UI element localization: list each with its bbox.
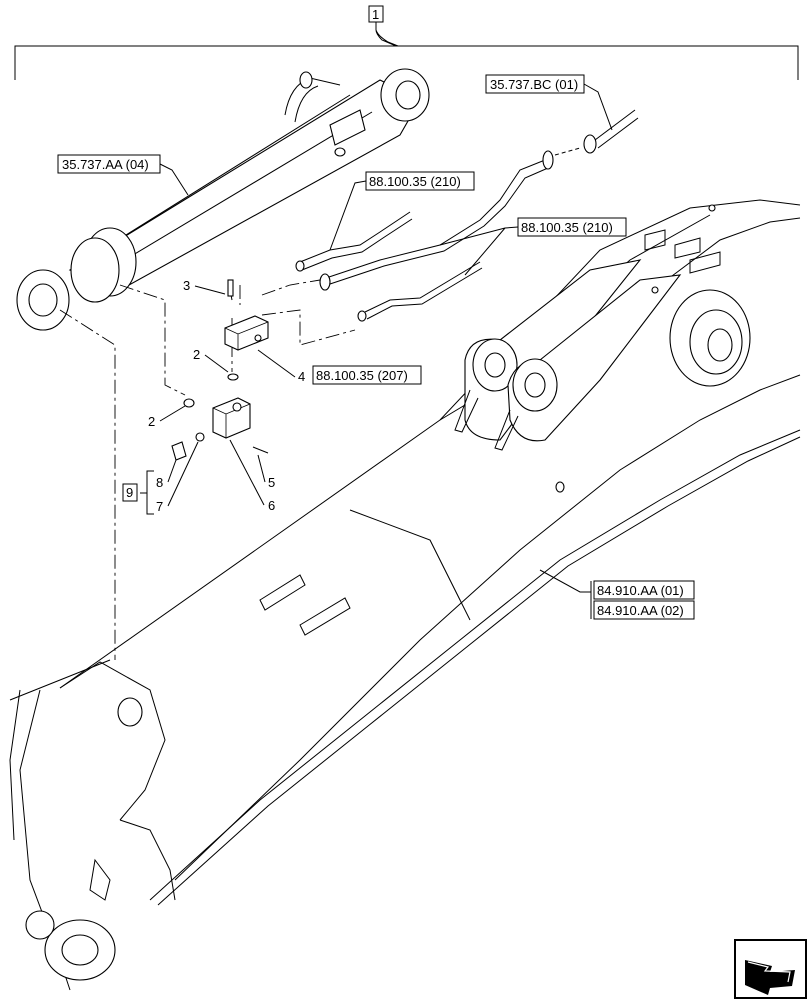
boom-arm — [9, 199, 801, 991]
ref-pipe-a-label: 88.100.35 (210) — [369, 174, 461, 189]
callout-5: 5 — [268, 475, 275, 490]
ref-boom-a-label: 84.910.AA (01) — [597, 583, 684, 598]
callout-9: 9 — [126, 485, 133, 500]
callout-4: 4 — [298, 369, 305, 384]
ref-valve-block-label: 88.100.35 (207) — [316, 368, 408, 383]
assembly-bracket: 1 — [14, 5, 799, 80]
arrow-next-icon[interactable] — [734, 939, 807, 999]
callout-6: 6 — [268, 498, 275, 513]
ref-boom-b-label: 84.910.AA (02) — [597, 603, 684, 618]
ref-cylinder-label: 35.737.AA (04) — [62, 157, 149, 172]
callout-8: 8 — [156, 475, 163, 490]
assembly-lines — [59, 279, 356, 660]
reference-boxes: 35.737.AA (04) 35.737.BC (01) 88.100.35 … — [57, 74, 695, 620]
assembly-ref-label: 1 — [372, 7, 379, 22]
callout-3: 3 — [183, 278, 190, 293]
hydraulic-cylinder — [16, 68, 430, 331]
callout-2-top: 2 — [193, 347, 200, 362]
ref-pipe-b-label: 88.100.35 (210) — [521, 220, 613, 235]
ref-hose-label: 35.737.BC (01) — [490, 77, 578, 92]
callout-7: 7 — [156, 499, 163, 514]
pipes-and-hoses — [295, 109, 639, 322]
callout-2-bottom: 2 — [148, 414, 155, 429]
part-callouts: 3 2 4 2 8 7 5 6 — [148, 278, 305, 514]
valve-block-parts — [171, 279, 269, 461]
